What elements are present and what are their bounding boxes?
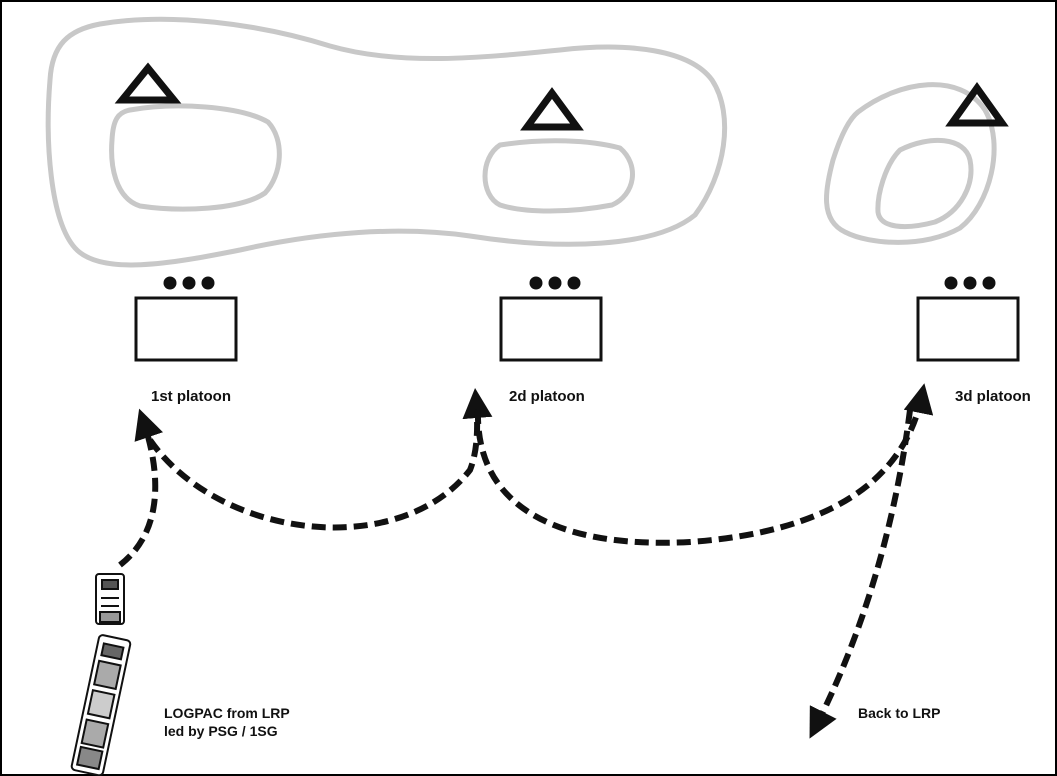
- terrain-outline-large: [45, 16, 728, 268]
- echelon-dot: [182, 276, 196, 290]
- objective-triangle-2: [520, 87, 584, 131]
- logpac-label-line1: LOGPAC from LRP: [164, 705, 290, 721]
- echelon-dot: [982, 276, 996, 290]
- objective-triangle-3: [945, 81, 1009, 127]
- terrain-outline-inner-1: [109, 103, 282, 212]
- route-arrow-1st-to-2d-platoon: [147, 388, 493, 531]
- lead-vehicle-icon: [95, 573, 125, 625]
- echelon-dot: [201, 276, 215, 290]
- back-to-lrp-label: Back to LRP: [858, 705, 940, 721]
- platoon-symbol-3: [916, 276, 1020, 362]
- logpac-label-line2: led by PSG / 1SG: [164, 723, 278, 739]
- echelon-dot: [163, 276, 177, 290]
- echelon-dot: [567, 276, 581, 290]
- terrain-outline-inner-2: [482, 138, 635, 214]
- terrain-outline-inner-3: [875, 137, 974, 230]
- route-arrow-to-1st-platoon: [118, 408, 163, 568]
- truck-convoy-icon: [70, 634, 132, 776]
- platoon-symbol-2: [499, 276, 603, 362]
- platoon-label-2: 2d platoon: [509, 388, 585, 405]
- route-arrow-back-to-lrp: [809, 409, 913, 739]
- echelon-dot: [963, 276, 977, 290]
- echelon-dot: [548, 276, 562, 290]
- terrain-outline-right: [824, 82, 997, 245]
- route-arrow-2d-to-3d-platoon: [474, 383, 934, 546]
- echelon-dot: [944, 276, 958, 290]
- platoon-symbol-1: [134, 276, 238, 362]
- platoon-label-1: 1st platoon: [151, 388, 231, 405]
- objective-triangle-1: [114, 62, 182, 104]
- platoon-label-3: 3d platoon: [955, 388, 1031, 405]
- echelon-dot: [529, 276, 543, 290]
